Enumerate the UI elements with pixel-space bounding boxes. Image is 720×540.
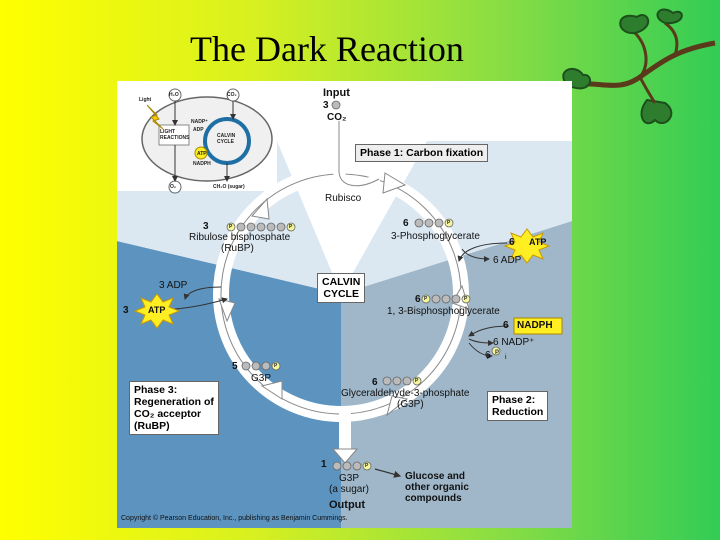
nadph-box [513,317,563,335]
inset-light-reactions: LIGHT REACTIONS [160,129,190,141]
atp-right-count: 6 [509,237,515,248]
phase2-line1: Phase 2: [492,394,536,406]
phase2-label: Phase 2: Reduction [487,391,549,421]
inset-atp: ATP [197,151,207,157]
nadp-out: 6 NADP⁺ [493,337,535,348]
phase2-region [341,221,572,528]
phosphate-mark: P [289,224,293,230]
pga-name: 3-Phosphoglycerate [391,231,480,242]
bpg-name: 1, 3-Bisphosphoglycerate [387,306,500,317]
phase3-line3: CO₂ acceptor [134,408,202,420]
pi-sub: i [505,354,507,361]
phase1-label: Phase 1: Carbon fixation [355,144,489,162]
g3p6-count: 6 [372,377,378,388]
glucose-line2: other organic [405,482,469,493]
phosphate-mark: P [424,296,428,302]
inset-o2: O₂ [170,184,177,190]
phosphate-mark: P [447,220,451,226]
glucose-label: Glucose and other organic compounds [405,471,469,504]
adp-right: 6 ADP [493,255,522,266]
calvin-cycle-label: CALVIN CYCLE [317,273,366,303]
input-count: 3 [323,100,329,111]
phase3-line4: (RuBP) [134,420,170,432]
atp-burst-left [133,293,181,329]
inset-nadph: NADPH [193,161,211,167]
inset-nadp: NADP⁺ [191,119,208,125]
phosphate-mark: P [274,363,278,369]
adp-left: 3 ADP [159,280,188,291]
input-molecule: CO₂ [327,112,347,123]
pi-p: P [495,350,500,356]
inset-light: Light [139,97,152,103]
atp-burst-right [503,228,551,264]
rubp-count: 3 [203,221,209,232]
rubisco-label: Rubisco [325,193,362,204]
atp-left-count: 3 [123,305,129,316]
phase3-line1: Phase 3: [134,384,178,396]
output-count: 1 [321,459,327,470]
phosphate-mark: P [229,224,233,230]
calvin-line1: CALVIN [322,276,361,288]
pga-count: 6 [403,218,409,229]
phase3-line2: Regeneration of [134,396,214,408]
output-sub: (a sugar) [329,484,370,495]
rubp-abbr: (RuBP) [221,243,254,254]
vine-decoration [562,8,716,125]
atp-left-label: ATP [148,305,166,315]
inset-co2: CO₂ [227,92,237,98]
g3p6-abbr: (G3P) [397,399,424,410]
pi-count: 6 [485,350,491,361]
bpg-count: 6 [415,294,421,305]
inset-h2o: H₂O [169,92,179,98]
glucose-line3: compounds [405,493,462,504]
output-label: Output [329,499,366,511]
g3p5-name: G3P [251,373,272,384]
nadph-label: NADPH [517,320,553,331]
slide-title: The Dark Reaction [190,29,464,69]
calvin-cycle-figure: P P P P P P P P H₂O CO₂ Light LIGHT REAC… [117,81,572,528]
g3p6-name: Glyceraldehyde-3-phosphate [341,388,470,399]
g3p5-count: 5 [232,361,238,372]
output-name: G3P [339,473,360,484]
figure-graphics [117,81,572,528]
glucose-line1: Glucose and [405,471,466,482]
inset-adp: ADP [193,127,204,133]
inset-calvin: CALVIN CYCLE [217,133,236,145]
phosphate-mark: P [365,463,369,469]
atp-right-label: ATP [529,237,547,247]
input-heading: Input [323,87,350,99]
nadph-count: 6 [503,320,509,331]
inset-sugar: CH₂O (sugar) [213,184,245,190]
phase3-label: Phase 3: Regeneration of CO₂ acceptor (R… [129,381,219,435]
phase2-line2: Reduction [492,406,544,418]
calvin-line2: CYCLE [323,288,359,300]
copyright: Copyright © Pearson Education, Inc., pub… [121,515,348,522]
phosphate-mark: P [415,378,419,384]
rubp-name: Ribulose bisphosphate [189,232,291,243]
phosphate-mark: P [464,296,468,302]
